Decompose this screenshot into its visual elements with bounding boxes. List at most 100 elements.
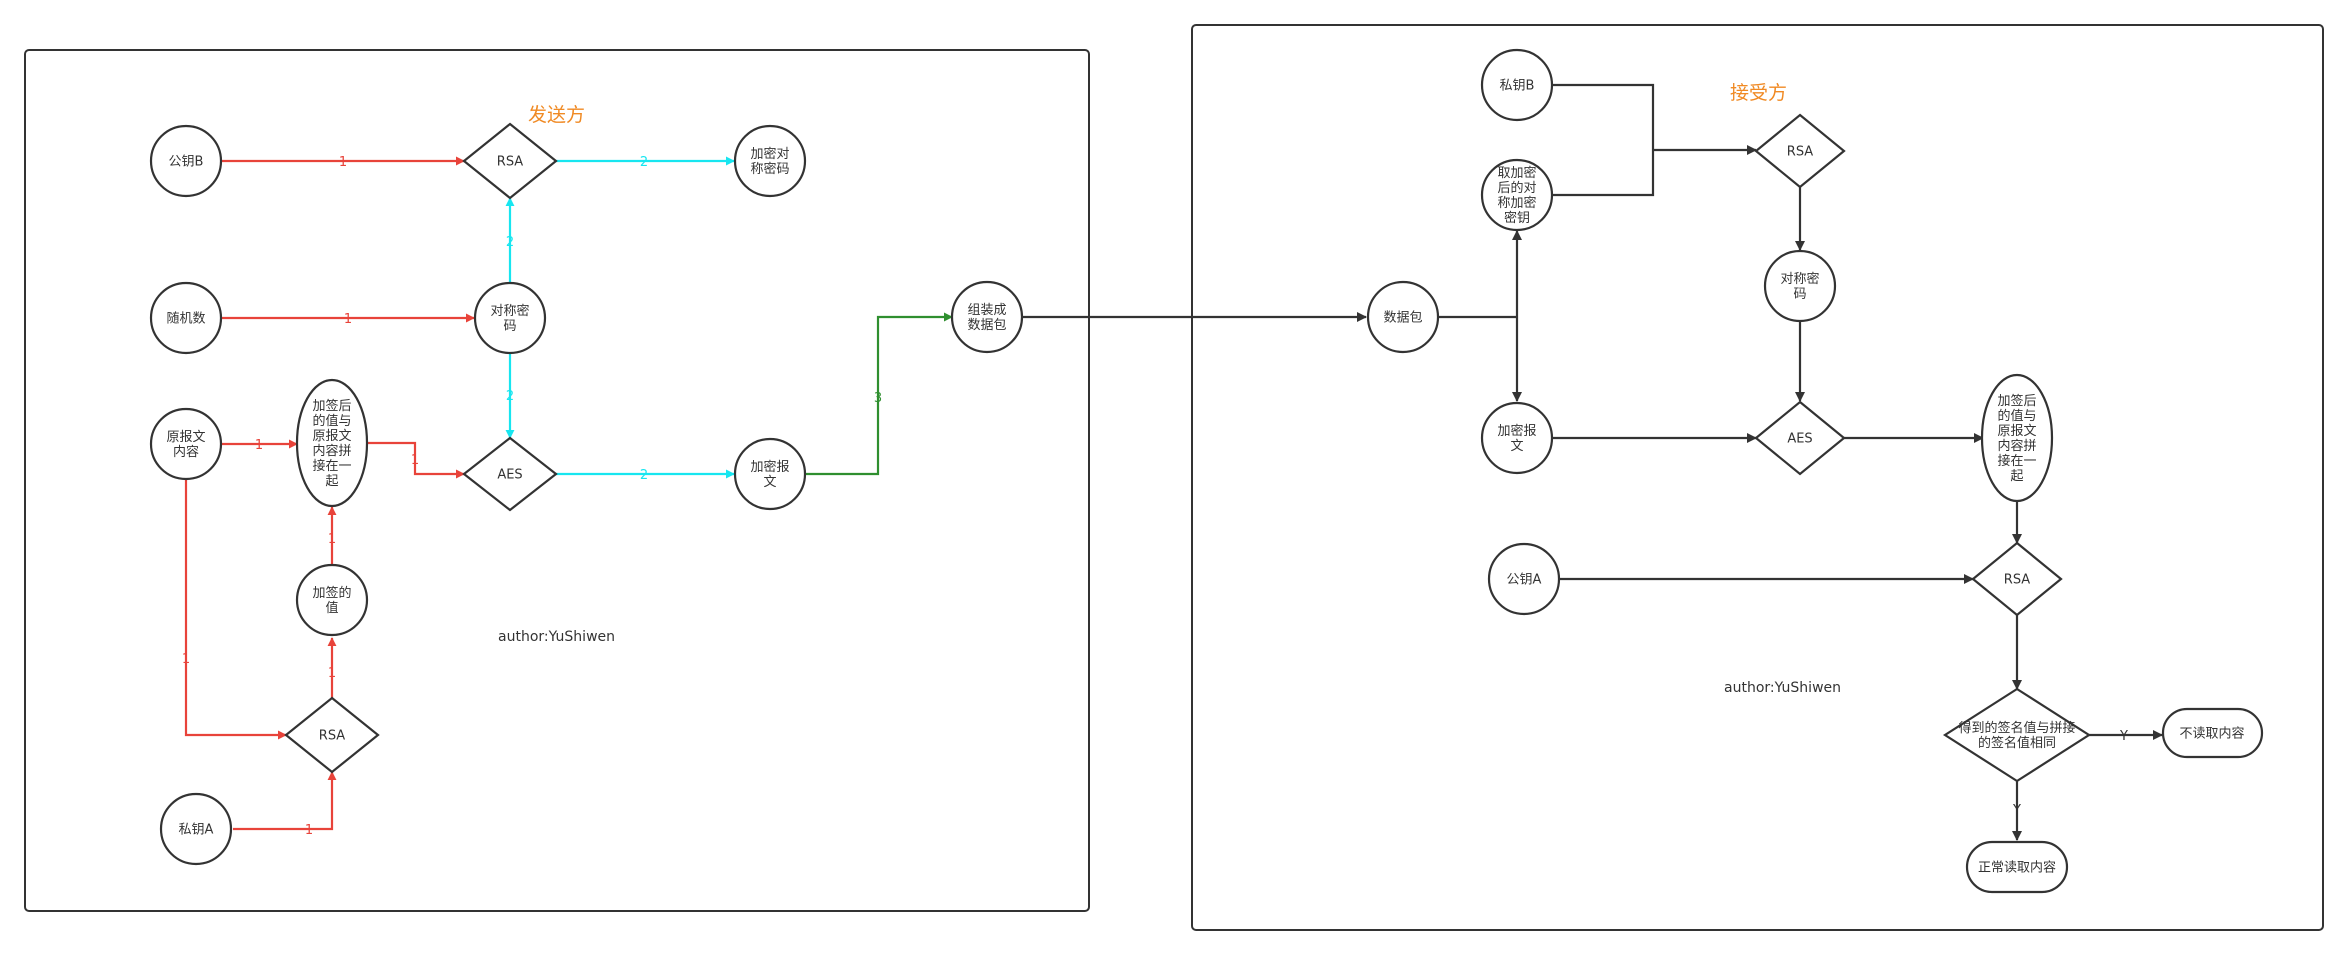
node-label-line: 文: [763, 475, 776, 490]
node-label-line: 不读取内容: [2179, 726, 2244, 742]
node-privkey-b-label: 私钥B: [1500, 79, 1535, 94]
node-compare-label: 得到的签名值与拼接的签名值相同: [1958, 720, 2075, 751]
node-label-line: 公钥B: [169, 155, 204, 170]
node-get-encrypted-key-label: 取加密后的对称加密密钥: [1497, 165, 1536, 226]
edge-privkey-to-rsa: [233, 771, 337, 831]
node-label-line: 私钥B: [1500, 79, 1535, 94]
node-encrypted-msg-label: 加密报文: [1497, 423, 1536, 454]
node-label-line: 得到的签名值与拼接: [1958, 720, 2075, 736]
node-label-line: 加密报: [1497, 423, 1536, 439]
node-label-line: 内容: [173, 444, 199, 460]
node-pubkey-a: [1487, 542, 1561, 616]
node-sign-value: [295, 563, 369, 637]
node-label-line: RSA: [497, 155, 524, 170]
node-label-line: 文: [1510, 439, 1523, 454]
label-privkey-to-rsa: 1: [305, 823, 313, 838]
node-label-line: RSA: [1787, 145, 1814, 160]
label-pubkey-to-rsa: 1: [339, 155, 347, 170]
label-rsa-to-encrypted-key: 2: [640, 155, 648, 170]
node-label-line: 内容拼: [312, 443, 351, 459]
node-original-label: 原报文内容: [166, 430, 205, 460]
node-label-line: 加签的: [312, 585, 351, 601]
node-label-line: AES: [1787, 432, 1812, 447]
node-label-line: 起: [2010, 469, 2023, 484]
label-encrypted-msg-to-assemble: 3: [874, 391, 882, 406]
node-label-line: 组装成: [967, 303, 1006, 318]
label-random-to-symkey: 1: [344, 312, 352, 327]
node-label-line: 称密码: [750, 161, 789, 177]
node-encrypted-msg: [733, 437, 807, 511]
node-random: [149, 281, 223, 355]
node-label-line: 原报文: [312, 429, 351, 444]
node-sym-key-label: 对称密码: [490, 303, 529, 334]
node-label-line: AES: [497, 468, 522, 483]
node-label-line: 码: [1793, 287, 1806, 302]
node-sym-key-label: 对称密码: [1780, 271, 1819, 302]
node-encrypted-msg-label: 加密报文: [750, 459, 789, 490]
edge-concat-to-aes: [368, 441, 465, 479]
label-sign-to-concat: 1: [328, 532, 336, 547]
node-concat-label: 加签后的值与原报文内容拼接在一起: [312, 398, 351, 489]
node-aes-label: AES: [497, 468, 522, 483]
node-assemble-label: 组装成数据包: [967, 303, 1006, 333]
node-label-line: 公钥A: [1507, 573, 1542, 588]
receiver-edges: [1438, 83, 2163, 841]
node-concat-label: 加签后的值与原报文内容拼接在一起: [1997, 393, 2036, 484]
node-original: [149, 407, 223, 481]
node-label-line: 的签名值相同: [1978, 735, 2056, 751]
node-label-line: 密钥: [1504, 210, 1530, 226]
node-label-line: 起: [325, 474, 338, 489]
sender-panel: [24, 49, 1090, 912]
node-read-normally: [1965, 840, 2069, 894]
node-not-read-label: 不读取内容: [2179, 726, 2244, 742]
node-label-line: 接在一: [1997, 453, 2036, 469]
node-label-line: 内容拼: [1997, 438, 2036, 454]
sender-title: 发送方: [528, 104, 585, 126]
node-label-line: 对称密: [490, 303, 529, 319]
node-label-line: 码: [503, 319, 516, 334]
label-original-to-rsa: 1: [182, 652, 190, 667]
node-compare: [1942, 687, 2092, 783]
sender-author: author:YuShiwen: [498, 629, 615, 645]
node-label-line: 后的对: [1497, 180, 1536, 196]
node-label-line: 原报文: [1997, 424, 2036, 439]
node-label-line: RSA: [319, 729, 346, 744]
node-label-line: 加签后: [312, 398, 351, 414]
node-encrypted-sym-key-label: 加密对称密码: [750, 146, 789, 177]
node-packet: [1366, 280, 1440, 354]
label-symkey-to-rsa: 2: [506, 235, 514, 250]
node-encrypted-sym-key: [733, 124, 807, 198]
receiver-edge-labels: Y Y: [2012, 729, 2128, 818]
node-pubkey-a-label: 公钥A: [1507, 573, 1542, 588]
node-rsa-bottom-label: RSA: [319, 729, 346, 744]
node-label-line: 对称密: [1780, 271, 1819, 287]
node-label-line: 取加密: [1497, 165, 1536, 181]
receiver-author: author:YuShiwen: [1724, 680, 1841, 696]
node-privkey-b: [1480, 48, 1554, 122]
sender-edge-labels: 1 2 2 1 2 1 1 2 3 1 1 1 1: [182, 155, 882, 838]
node-label-line: RSA: [2004, 573, 2031, 588]
node-label-line: 正常读取内容: [1978, 860, 2056, 876]
node-rsa-top-label: RSA: [497, 155, 524, 170]
node-concat: [1980, 373, 2054, 503]
node-label-line: 值: [325, 600, 338, 616]
node-not-read: [2161, 707, 2264, 759]
label-original-to-concat: 1: [255, 438, 263, 453]
node-label-line: 原报文: [166, 430, 205, 445]
node-get-encrypted-key: [1480, 158, 1554, 232]
label-aes-to-encrypted-msg: 2: [640, 468, 648, 483]
node-label-line: 数据包: [1383, 311, 1422, 326]
node-privkey-a-label: 私钥A: [179, 823, 214, 838]
node-read-normally-label: 正常读取内容: [1978, 860, 2056, 876]
edge-original-to-rsa: [184, 478, 287, 740]
node-label-line: 随机数: [166, 312, 205, 327]
label-rsa-to-sign: 1: [328, 666, 336, 681]
node-label-line: 的值与: [312, 413, 351, 429]
node-label-line: 称加密: [1497, 195, 1536, 211]
edge-encrypted-msg-to-assemble: [806, 312, 953, 476]
sender-nodes: 公钥B RSA 加密对称密码 随机数 对称密码 原报文内容 加签后的值与原报文内…: [149, 122, 1024, 866]
node-pubkey-b-label: 公钥B: [169, 155, 204, 170]
node-rsa-top: [462, 122, 558, 200]
node-concat: [295, 378, 369, 508]
